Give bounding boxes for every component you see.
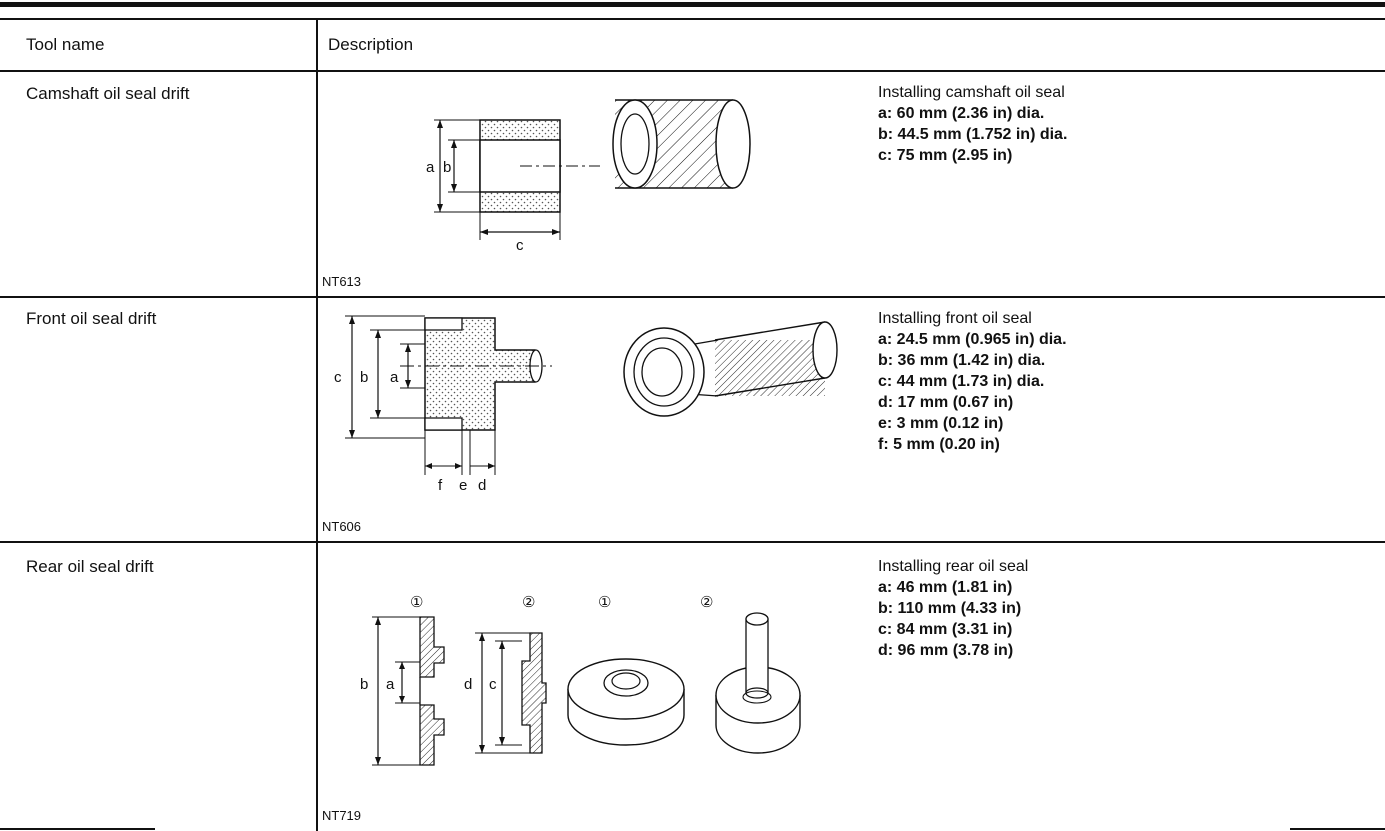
spec-dimension: d: 96 mm (3.78 in) — [878, 642, 1014, 659]
tool-code: NT606 — [322, 519, 362, 534]
spec-block-camshaft: Installing camshaft oil seal a: 60 mm (2… — [878, 82, 1067, 166]
dim-label-c: c — [489, 676, 497, 693]
spec-dimension: f: 5 mm (0.20 in) — [878, 436, 1000, 453]
tool-name-rear: Rear oil seal drift — [26, 557, 154, 576]
spec-dimension: d: 17 mm (0.67 in) — [878, 394, 1014, 411]
dim-label-c: c — [516, 237, 524, 254]
spec-title: Installing front oil seal — [878, 310, 1032, 327]
tool-code: NT719 — [322, 808, 362, 823]
header-tool-name: Tool name — [26, 35, 105, 54]
header-description: Description — [328, 35, 414, 54]
front-drift-diagram: c b a f e d — [334, 315, 838, 494]
top-rule — [0, 2, 1385, 7]
spec-block-rear: Installing rear oil seal a: 46 mm (1.81 … — [878, 556, 1028, 661]
rear-drift-diagram: ① ② ① ② b a d c — [360, 594, 801, 766]
spec-dimension: c: 84 mm (3.31 in) — [878, 621, 1013, 638]
spec-dimension: a: 46 mm (1.81 in) — [878, 579, 1013, 596]
header-bottom-rule — [0, 70, 1385, 72]
spec-dimension: e: 3 mm (0.12 in) — [878, 415, 1004, 432]
column-divider — [316, 20, 318, 831]
dim-label-b: b — [360, 369, 368, 386]
dim-label-e: e — [459, 477, 467, 494]
spec-title: Installing camshaft oil seal — [878, 84, 1065, 101]
row-divider — [0, 296, 1385, 298]
spec-dimension: b: 36 mm (1.42 in) dia. — [878, 352, 1046, 369]
dim-label-a: a — [390, 369, 399, 386]
part-mark-2: ② — [522, 594, 535, 611]
tool-code: NT613 — [322, 274, 362, 289]
tool-name-front: Front oil seal drift — [26, 309, 157, 328]
dim-label-d: d — [478, 477, 486, 494]
dim-label-f: f — [438, 477, 443, 494]
spec-dimension: a: 60 mm (2.36 in) dia. — [878, 105, 1045, 122]
spec-dimension: a: 24.5 mm (0.965 in) dia. — [878, 331, 1067, 348]
spec-dimension: c: 44 mm (1.73 in) dia. — [878, 373, 1045, 390]
spec-block-front: Installing front oil seal a: 24.5 mm (0.… — [878, 308, 1067, 455]
dim-label-b: b — [360, 676, 368, 693]
spec-title: Installing rear oil seal — [878, 558, 1029, 575]
dim-label-d: d — [464, 676, 472, 693]
header-top-rule — [0, 18, 1385, 20]
tool-name-camshaft: Camshaft oil seal drift — [26, 84, 190, 103]
part-mark-1: ① — [598, 594, 611, 611]
camshaft-drift-diagram: a b c — [426, 99, 751, 254]
row-divider — [0, 541, 1385, 543]
bottom-rule-left — [0, 828, 155, 830]
dim-label-b: b — [443, 159, 451, 176]
dim-label-c: c — [334, 369, 342, 386]
spec-dimension: c: 75 mm (2.95 in) — [878, 147, 1013, 164]
part-mark-2: ② — [700, 594, 713, 611]
dim-label-a: a — [386, 676, 395, 693]
spec-dimension: b: 110 mm (4.33 in) — [878, 600, 1022, 617]
spec-dimension: b: 44.5 mm (1.752 in) dia. — [878, 126, 1068, 143]
part-mark-1: ① — [410, 594, 423, 611]
bottom-rule-right — [1290, 828, 1385, 830]
dim-label-a: a — [426, 159, 435, 176]
